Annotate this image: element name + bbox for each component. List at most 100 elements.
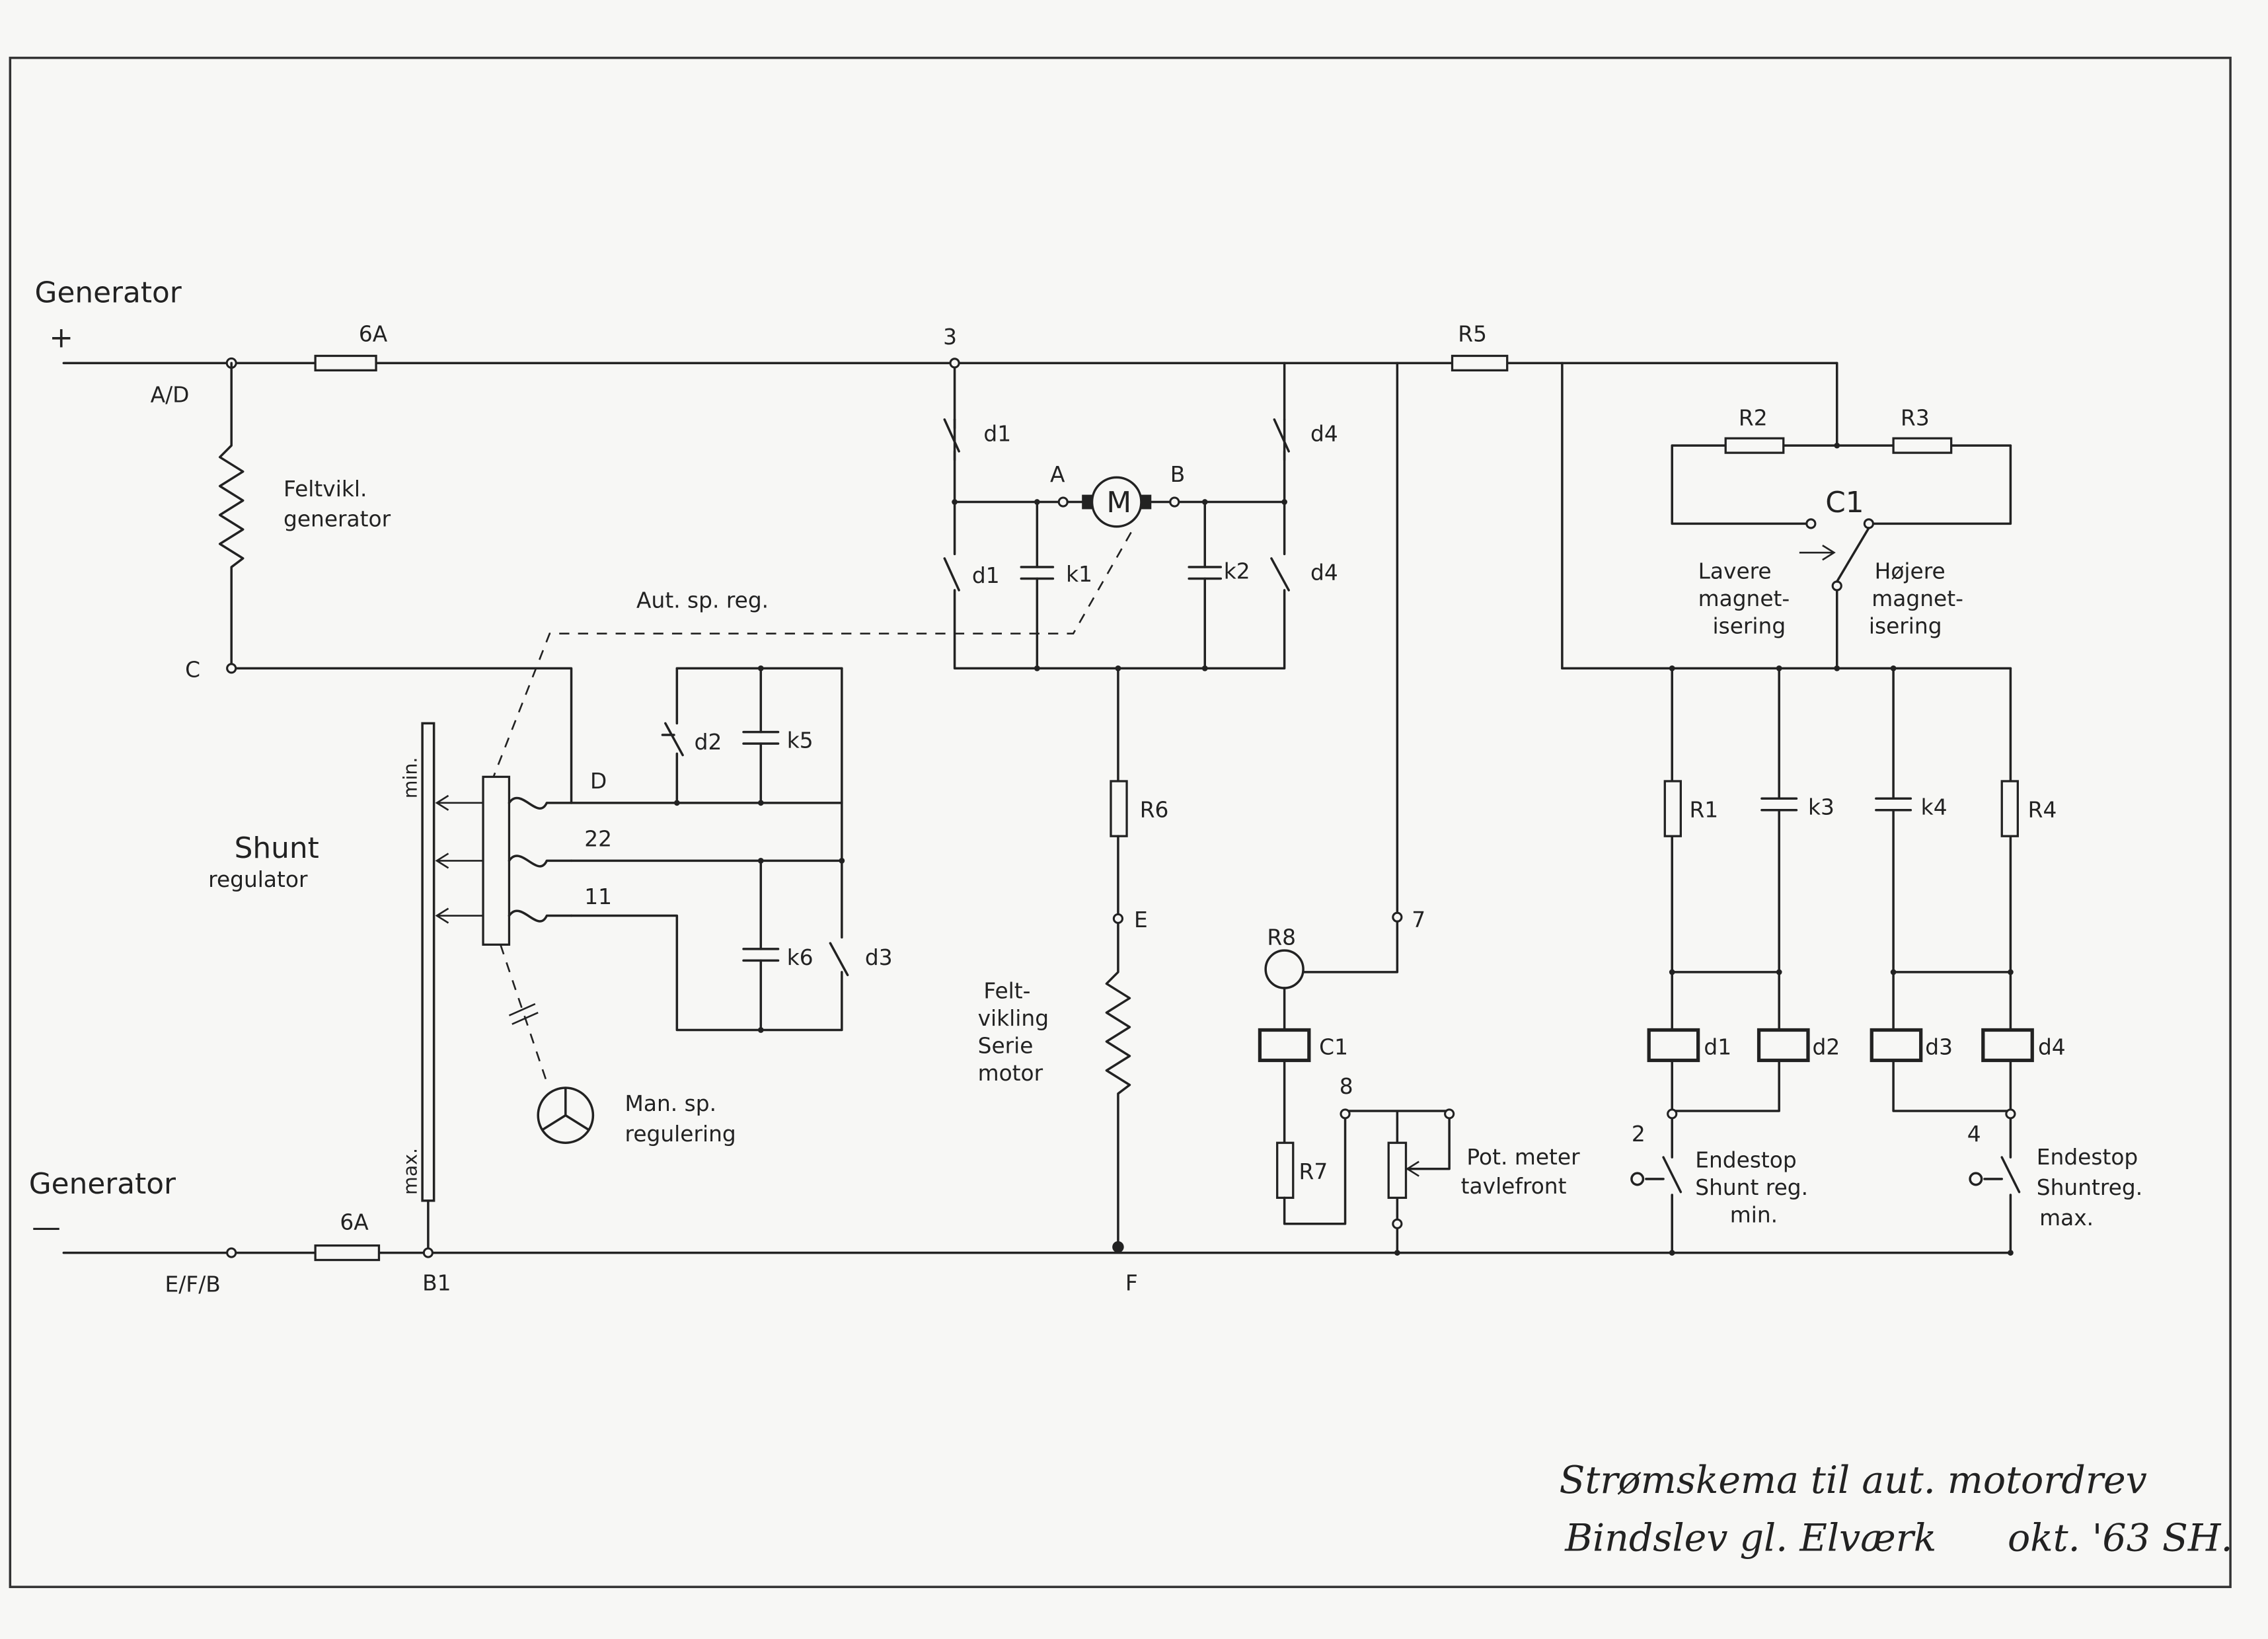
field-winding-motor-line2: vikling bbox=[978, 1006, 1049, 1031]
relay-c1-coil-label: C1 bbox=[1319, 1035, 1348, 1060]
terminal-7-node bbox=[1392, 911, 1403, 923]
fuse-bottom bbox=[314, 1244, 381, 1262]
terminal-c-node bbox=[226, 663, 237, 674]
field-winding-generator-line1: Feltvikl. bbox=[284, 476, 367, 502]
junction-dot bbox=[757, 800, 764, 806]
junction-dot bbox=[673, 800, 680, 806]
junction-dot bbox=[1115, 665, 1121, 671]
junction-dot bbox=[757, 858, 764, 864]
capacitor-k3-label: k3 bbox=[1808, 794, 1834, 820]
junction-dot bbox=[1201, 499, 1208, 505]
resistor-r7-label: R7 bbox=[1299, 1159, 1328, 1184]
fuse-top-label: 6A bbox=[359, 322, 388, 347]
capacitor-k1-label: k1 bbox=[1066, 562, 1092, 587]
manual-speed-label-line1: Man. sp. bbox=[625, 1091, 716, 1116]
higher-magnetization-line3: isering bbox=[1869, 614, 1942, 639]
lower-magnetization-line1: Lavere bbox=[1698, 559, 1772, 584]
capacitor-k5 bbox=[742, 730, 780, 745]
relay-c1-actuator-arrow bbox=[1799, 545, 1836, 561]
terminal-4-label: 4 bbox=[1967, 1122, 1981, 1147]
end-stop-max-actuator bbox=[1969, 1172, 1983, 1186]
junction-dot bbox=[1034, 665, 1040, 671]
title-date: okt. '63 SH. bbox=[2008, 1516, 2233, 1560]
terminal-b1-node bbox=[422, 1247, 434, 1258]
junction-dot bbox=[1034, 499, 1040, 505]
motor-brush-left bbox=[1082, 494, 1092, 510]
relay-d4-coil bbox=[1981, 1028, 2034, 1063]
capacitor-k6 bbox=[742, 948, 780, 962]
end-stop-min-line2: Shunt reg. bbox=[1695, 1175, 1808, 1200]
lower-magnetization-line3: isering bbox=[1713, 614, 1786, 639]
end-stop-min-line3: min. bbox=[1730, 1203, 1778, 1228]
terminal-22-label: 22 bbox=[584, 826, 612, 851]
junction-dot bbox=[1669, 969, 1675, 975]
potentiometer-label-line1: Pot. meter bbox=[1466, 1145, 1580, 1170]
resistor-r1-label: R1 bbox=[1689, 798, 1718, 823]
terminal-efb-node bbox=[226, 1247, 237, 1258]
capacitor-k4 bbox=[1875, 797, 1912, 812]
switch-d1-top bbox=[943, 418, 960, 461]
shunt-regulator-carriage bbox=[482, 775, 511, 946]
manual-speed-coupling bbox=[508, 1003, 539, 1025]
relay-d1-label: d1 bbox=[1704, 1035, 1731, 1060]
resistor-r4 bbox=[2000, 780, 2019, 837]
motor-bridge-wiring bbox=[953, 418, 1286, 782]
relay-c1-contact-node bbox=[1831, 580, 1842, 591]
relay-c1-coil bbox=[1258, 1028, 1311, 1063]
switch-d3-label: d3 bbox=[865, 945, 893, 970]
relay-c1-contact-node bbox=[1805, 518, 1817, 529]
terminal-3-node bbox=[949, 358, 960, 369]
terminal-2-node bbox=[1667, 1108, 1678, 1120]
bottom-supply-rail bbox=[62, 1200, 2012, 1254]
manual-speed-link bbox=[500, 944, 548, 1083]
resistor-r2-label: R2 bbox=[1739, 406, 1768, 431]
junction-dot bbox=[952, 499, 958, 505]
fuse-top bbox=[314, 354, 377, 371]
auto-speed-link bbox=[490, 531, 1132, 782]
resistor-r3 bbox=[1892, 437, 1953, 454]
junction-dot bbox=[1669, 1250, 1675, 1256]
relay-d1-coil bbox=[1647, 1028, 1700, 1063]
switch-d1-bottom bbox=[943, 557, 960, 591]
capacitor-k2 bbox=[1188, 566, 1223, 580]
relay-d2-label: d2 bbox=[1813, 1035, 1840, 1060]
shunt-regulator-label-line1: Shunt bbox=[235, 831, 319, 865]
potentiometer-node bbox=[1392, 1218, 1403, 1229]
terminal-a-label: A bbox=[1050, 462, 1065, 487]
terminal-a-node bbox=[1057, 496, 1069, 508]
junction-dot bbox=[1834, 442, 1840, 449]
field-winding-motor-line4: motor bbox=[978, 1061, 1043, 1086]
potentiometer-branch-wiring bbox=[1302, 920, 1399, 973]
terminal-8-node bbox=[1340, 1108, 1351, 1120]
relay-c1-contact-blade bbox=[1835, 527, 1870, 583]
shunt-max-label: max. bbox=[399, 1148, 421, 1195]
terminal-3-label: 3 bbox=[943, 324, 957, 350]
junction-dot bbox=[1890, 665, 1897, 671]
switch-d3 bbox=[829, 942, 849, 977]
junction-dot bbox=[1201, 665, 1208, 671]
manual-speed-handwheel bbox=[537, 1086, 595, 1144]
motor-brush-right bbox=[1141, 494, 1152, 510]
resistor-r4-label: R4 bbox=[2028, 798, 2057, 823]
switch-d4-top bbox=[1273, 418, 1290, 461]
junction-dot bbox=[1669, 665, 1675, 671]
terminal-7-label: 7 bbox=[1412, 907, 1425, 933]
junction-dot bbox=[757, 1027, 764, 1033]
generator-negative-label: Generator bbox=[29, 1167, 176, 1201]
resistor-r6 bbox=[1110, 780, 1128, 837]
junction-dot bbox=[1776, 969, 1782, 975]
junction-dot bbox=[1834, 665, 1840, 671]
shunt-regulator-contacts bbox=[508, 796, 573, 923]
resistor-r3-label: R3 bbox=[1901, 406, 1930, 431]
end-stop-min-actuator bbox=[1630, 1172, 1645, 1186]
terminal-8-label: 8 bbox=[1340, 1074, 1353, 1099]
capacitor-k1 bbox=[1020, 566, 1055, 580]
junction-dot bbox=[2008, 1250, 2014, 1256]
generator-negative-sign: — bbox=[32, 1210, 61, 1244]
shunt-regulator-bar bbox=[421, 722, 435, 1202]
end-stop-max-line2: Shuntreg. bbox=[2037, 1175, 2142, 1200]
higher-magnetization-line1: Højere bbox=[1875, 559, 1946, 584]
junction-dot bbox=[2008, 969, 2014, 975]
resistor-r2 bbox=[1724, 437, 1785, 454]
junction-dot bbox=[1890, 969, 1897, 975]
